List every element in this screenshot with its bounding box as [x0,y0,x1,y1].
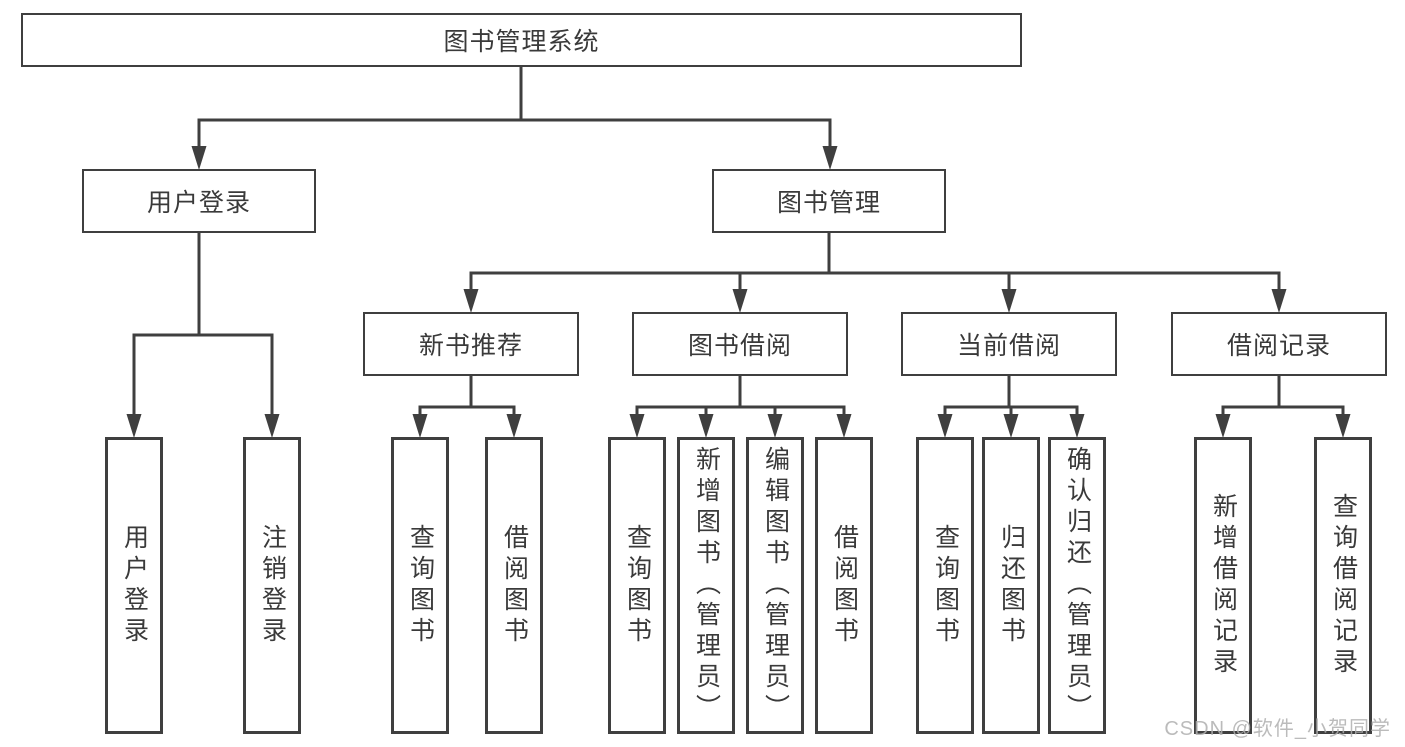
node-user-login: 用户登录 [82,169,316,233]
node-label: 图书借阅 [687,332,792,360]
node-label: 用户登录 [120,523,149,648]
node-label: 图书管理系统 [443,28,600,56]
leaf-query-books-borrowing: 查询图书 [608,437,666,734]
node-label: 编辑图书（管理员） [761,446,790,725]
leaf-borrow-books-recommend: 借阅图书 [485,437,543,734]
node-label: 借阅记录 [1226,332,1331,360]
node-label: 归还图书 [997,523,1026,648]
node-label: 新书推荐 [418,332,523,360]
node-label: 查询借阅记录 [1329,492,1358,679]
node-label: 借阅图书 [500,523,529,648]
node-label: 用户登录 [146,189,251,217]
node-label: 查询图书 [931,523,960,648]
node-label: 查询图书 [623,523,652,648]
node-new-book-recommend: 新书推荐 [363,312,579,376]
leaf-add-book-admin: 新增图书（管理员） [677,437,735,734]
node-label: 新增图书（管理员） [692,446,721,725]
node-book-borrowing: 图书借阅 [632,312,848,376]
node-label: 图书管理 [776,189,881,217]
node-label: 查询图书 [406,523,435,648]
leaf-query-borrow-record: 查询借阅记录 [1314,437,1372,734]
leaf-query-books-recommend: 查询图书 [391,437,449,734]
node-label: 确认归还（管理员） [1063,446,1092,725]
node-library-management-system: 图书管理系统 [21,13,1022,67]
leaf-return-books: 归还图书 [982,437,1040,734]
leaf-confirm-return-admin: 确认归还（管理员） [1048,437,1106,734]
leaf-edit-book-admin: 编辑图书（管理员） [746,437,804,734]
leaf-query-books-current: 查询图书 [916,437,974,734]
leaf-logout: 注销登录 [243,437,301,734]
node-label: 新增借阅记录 [1209,492,1238,679]
leaf-add-borrow-record: 新增借阅记录 [1194,437,1252,734]
csdn-watermark: CSDN @软件_小贺同学 [1164,718,1391,740]
node-label: 当前借阅 [956,332,1061,360]
node-label: 借阅图书 [830,523,859,648]
node-label: 注销登录 [258,523,287,648]
leaf-user-login: 用户登录 [105,437,163,734]
node-book-management: 图书管理 [712,169,946,233]
node-current-borrowing: 当前借阅 [901,312,1117,376]
leaf-borrow-books: 借阅图书 [815,437,873,734]
node-borrow-records: 借阅记录 [1171,312,1387,376]
